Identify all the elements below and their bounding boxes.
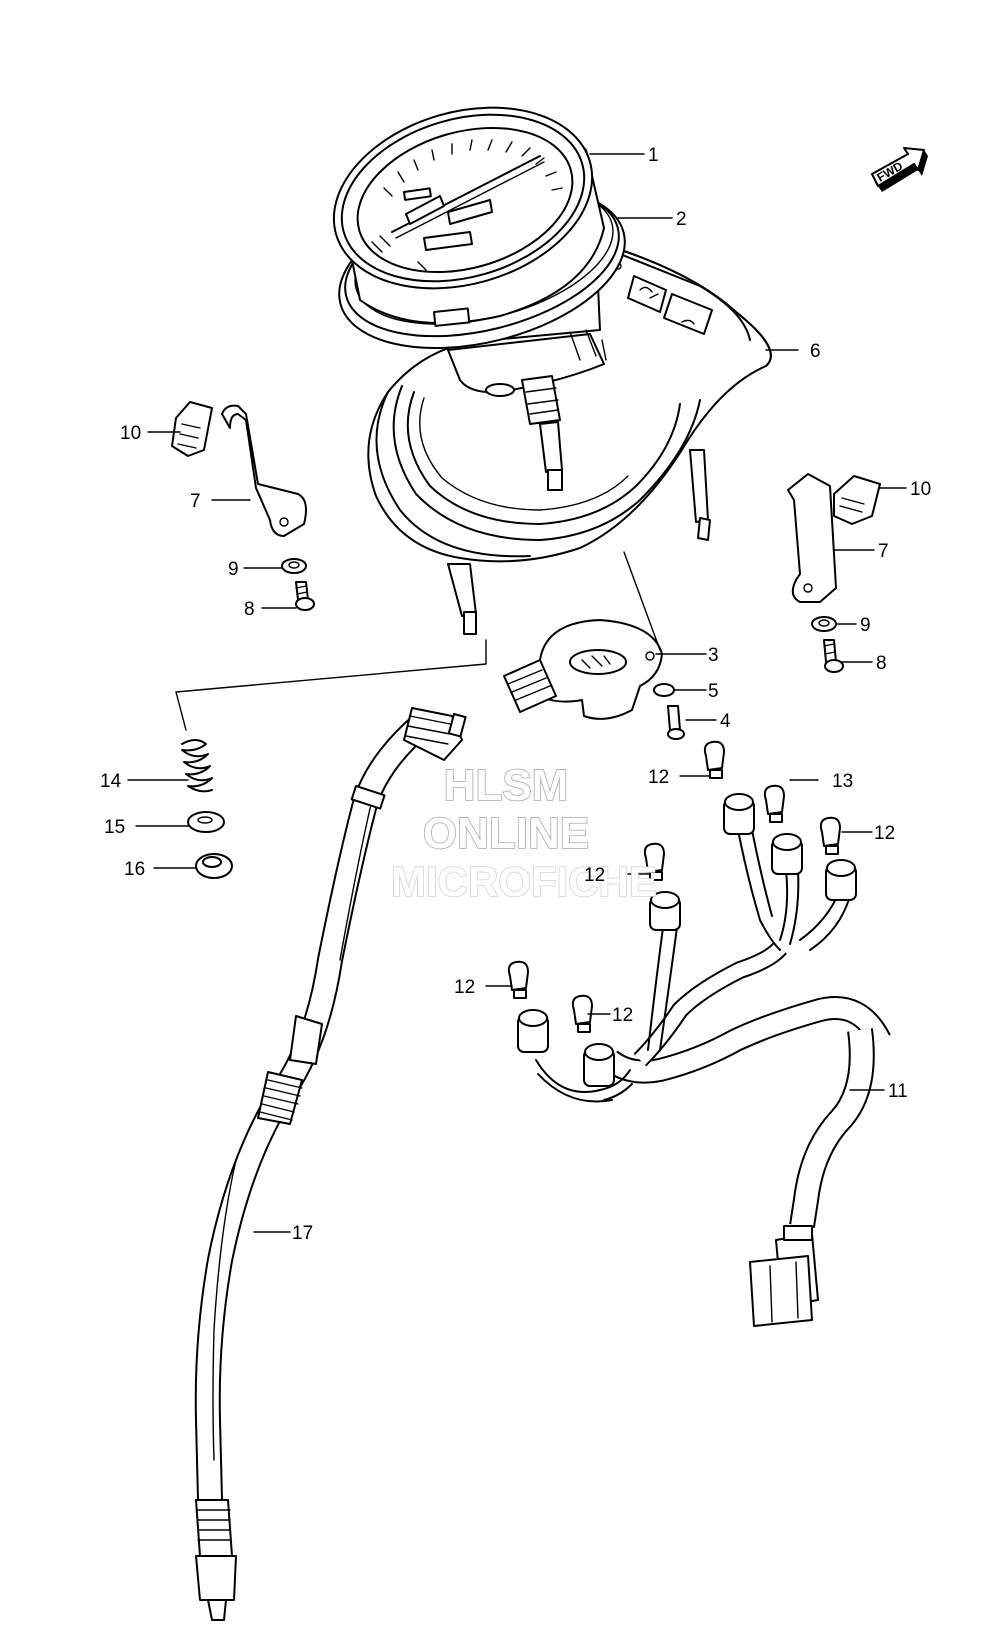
leader-lines — [127, 153, 907, 1233]
washer-spring — [187, 811, 225, 833]
callout-8-left: 8 — [244, 599, 255, 620]
callouts: 1 2 6 10 10 7 7 9 9 8 8 3 5 4 14 15 16 1… — [100, 145, 931, 1244]
callout-17: 17 — [292, 1223, 313, 1244]
screw-gear — [667, 705, 685, 740]
callout-6: 6 — [810, 341, 821, 362]
washer-right — [811, 616, 837, 632]
callout-12-c: 12 — [584, 865, 605, 886]
callout-7-right: 7 — [878, 541, 889, 562]
watermark: HLSM ONLINE MICROFICHE — [390, 760, 658, 906]
callout-5: 5 — [708, 681, 719, 702]
callout-12-a: 12 — [648, 767, 669, 788]
callout-7-left: 7 — [190, 491, 201, 512]
screw-right — [823, 639, 844, 673]
callout-1: 1 — [648, 145, 659, 166]
bracket-right — [787, 473, 837, 603]
callout-16: 16 — [124, 859, 145, 880]
callout-9-left: 9 — [228, 559, 239, 580]
seal — [195, 853, 233, 879]
screw-left — [295, 581, 315, 611]
callout-13: 13 — [832, 771, 853, 792]
rubber-cap-left — [171, 401, 213, 457]
callout-14: 14 — [100, 771, 122, 792]
callout-10-right: 10 — [910, 479, 931, 500]
callout-8-right: 8 — [876, 653, 887, 674]
reference-lines — [175, 551, 661, 731]
watermark-line-1: HLSM — [444, 761, 569, 810]
callout-12-e: 12 — [612, 1005, 633, 1026]
callout-15: 15 — [104, 817, 125, 838]
meter-case — [367, 241, 772, 635]
rubber-cap-right — [833, 475, 881, 525]
callout-12-d: 12 — [454, 977, 475, 998]
fwd-arrow-icon: FWD — [871, 147, 928, 192]
bulbs — [507, 740, 841, 1033]
callout-3: 3 — [708, 645, 719, 666]
callout-12-b: 12 — [874, 823, 895, 844]
watermark-line-3: MICROFICHE — [391, 858, 657, 905]
callout-11: 11 — [888, 1081, 908, 1102]
washer-left — [281, 558, 307, 574]
wiring-harness — [517, 793, 891, 1327]
watermark-line-2: ONLINE — [423, 809, 589, 858]
spring — [181, 739, 213, 793]
bracket-left — [221, 404, 307, 537]
washer-gear — [653, 683, 675, 697]
callout-9-right: 9 — [860, 615, 871, 636]
speedometer — [332, 106, 626, 491]
callout-2: 2 — [676, 209, 687, 230]
callout-10-left: 10 — [120, 423, 141, 444]
speedometer-cable — [194, 707, 467, 1621]
speedometer-gear — [503, 619, 663, 720]
callout-4: 4 — [720, 711, 731, 732]
